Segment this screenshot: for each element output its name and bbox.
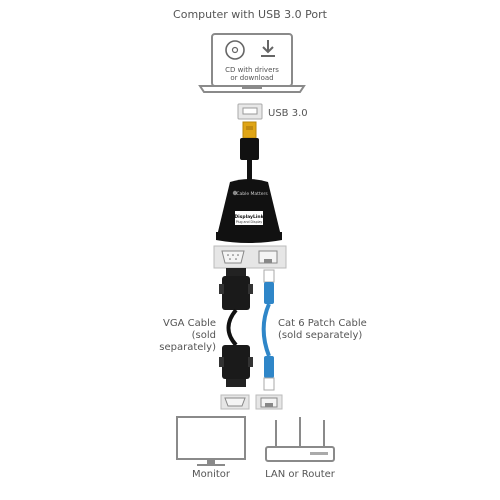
ethernet-port-icon bbox=[255, 394, 283, 410]
adapter-badge-line1: DisplayLink bbox=[234, 214, 264, 220]
vga-cable-icon bbox=[219, 268, 253, 387]
cat6-cable-label: Cat 6 Patch Cable (sold separately) bbox=[278, 318, 388, 342]
cat6-cable-label-line1: Cat 6 Patch Cable bbox=[278, 318, 367, 329]
laptop-icon bbox=[198, 33, 306, 93]
monitor-label: Monitor bbox=[191, 469, 230, 480]
cat6-cable-label-line2: (sold separately) bbox=[278, 330, 363, 341]
diagram-title: Computer with USB 3.0 Port bbox=[173, 8, 327, 21]
adapter-port-panel bbox=[213, 245, 287, 269]
cd-caption-line2: or download bbox=[230, 74, 273, 82]
usb-port-icon bbox=[237, 103, 263, 120]
adapter-brand: Cable Matters bbox=[236, 191, 268, 197]
vga-port-icon bbox=[220, 394, 250, 410]
adapter-badge-line2: Plug and Display bbox=[236, 220, 263, 224]
usb-label: USB 3.0 bbox=[268, 108, 308, 119]
lan-router-label: LAN or Router bbox=[265, 469, 335, 480]
adapter-icon bbox=[216, 179, 282, 243]
router-icon bbox=[265, 417, 335, 462]
vga-cable-label-line1: VGA Cable bbox=[163, 318, 216, 329]
vga-cable-label: VGA Cable (sold separately) bbox=[150, 318, 216, 354]
cd-caption-line1: CD with drivers bbox=[225, 66, 279, 74]
vga-cable-label-line2: (sold separately) bbox=[159, 330, 216, 353]
ethernet-cable-icon bbox=[261, 269, 275, 391]
monitor-icon bbox=[176, 416, 246, 466]
cd-icon bbox=[225, 40, 245, 60]
usb-plug-icon bbox=[240, 121, 259, 182]
download-icon bbox=[261, 40, 275, 57]
